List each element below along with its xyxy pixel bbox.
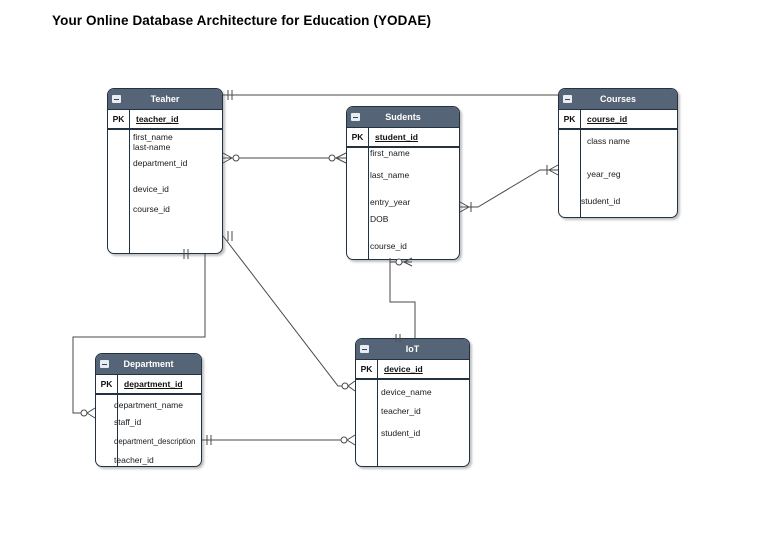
connector-sudents-iot[interactable] [389,257,416,342]
field: DOB [370,214,389,224]
connector-teaher-courses[interactable] [223,90,558,100]
entity-sudents[interactable]: Sudents PK student_id first_name last_na… [346,106,460,260]
field: course_id [133,204,170,214]
field: last-name [133,142,171,152]
entity-title: Courses [599,94,636,104]
pk-row: PK course_id [559,110,677,130]
pk-label: PK [108,110,130,128]
entity-iot[interactable]: IoT PK device_id device_name teacher_id … [355,338,470,467]
collapse-minus-icon[interactable] [351,113,360,121]
pk-row: PK department_id [96,375,201,395]
field: year_reg [587,169,621,179]
pk-field: department_id [124,379,183,389]
entity-department[interactable]: Department PK department_id department_n… [95,353,202,467]
entity-courses-header[interactable]: Courses [559,89,677,110]
pk-field: course_id [587,114,628,124]
collapse-minus-icon[interactable] [360,345,369,353]
entity-title: Sudents [385,112,421,122]
entity-teaher[interactable]: Teaher PK teacher_id first_name last-nam… [107,88,223,254]
pk-label: PK [559,110,581,128]
field: last_name [370,170,410,180]
collapse-minus-icon[interactable] [563,95,572,103]
field: staff_id [114,417,142,427]
pk-label: PK [356,360,378,378]
field: first_name [370,148,410,158]
field: teacher_id [381,406,421,416]
entity-sudents-header[interactable]: Sudents [347,107,459,128]
connector-teaher-sudents[interactable] [222,152,347,164]
collapse-minus-icon[interactable] [112,95,121,103]
connector-department-iot[interactable] [202,434,356,446]
entity-fields: first_name last_name entry_year DOB cour… [347,148,459,259]
pk-field: student_id [375,132,418,142]
entity-department-header[interactable]: Department [96,354,201,375]
entity-title: Department [123,359,174,369]
pk-row: PK device_id [356,360,469,380]
field: first_name [133,132,173,142]
entity-teaher-header[interactable]: Teaher [108,89,222,110]
entity-title: IoT [405,344,420,354]
pk-row: PK teacher_id [108,110,222,130]
connector-sudents-courses[interactable] [459,164,559,213]
entity-fields: class name year_reg student_id [559,130,677,217]
field: device_id [133,184,169,194]
pk-field: teacher_id [136,114,179,124]
connector-teaher-iot[interactable] [222,231,356,392]
field: department_name [114,400,183,410]
entity-fields: first_name last-name department_id devic… [108,130,222,253]
field: entry_year [370,197,411,207]
pk-label: PK [347,128,369,146]
entity-iot-header[interactable]: IoT [356,339,469,360]
field: teacher_id [114,455,154,465]
pk-label: PK [96,375,118,393]
field: department_description [114,437,196,446]
entity-title: Teaher [150,94,180,104]
pk-field: device_id [384,364,423,374]
field: course_id [370,241,407,251]
entity-courses[interactable]: Courses PK course_id class name year_reg… [558,88,678,218]
field: student_id [381,428,421,438]
entity-fields: device_name teacher_id student_id [356,380,469,466]
pk-row: PK student_id [347,128,459,148]
entity-fields: department_name staff_id department_desc… [96,395,201,466]
field: class name [587,136,630,146]
field: department_id [133,158,188,168]
collapse-minus-icon[interactable] [100,360,109,368]
page-title: Your Online Database Architecture for Ed… [52,13,432,28]
field: student_id [581,196,621,206]
field: device_name [381,387,432,397]
